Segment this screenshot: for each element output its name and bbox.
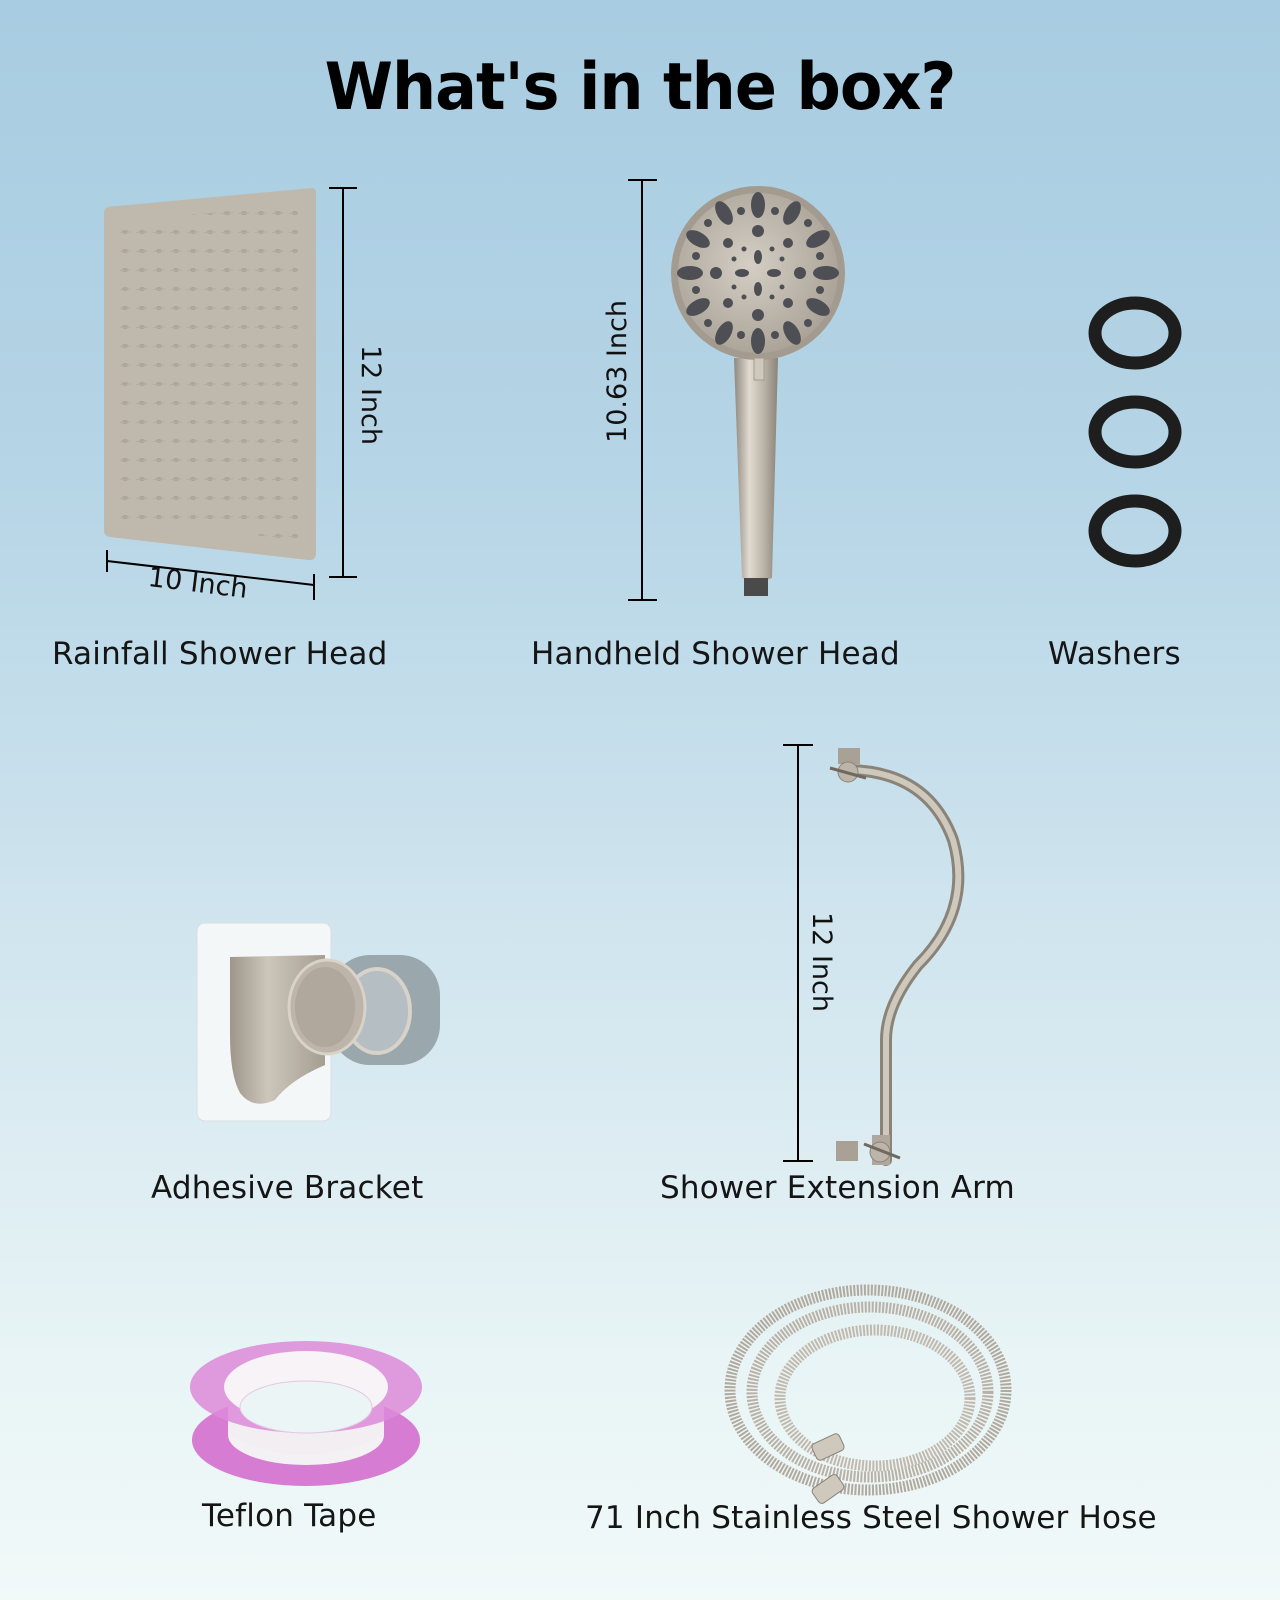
item-label: Washers: [1048, 636, 1181, 672]
height-dimension-line: [329, 187, 357, 578]
teflon-tape-image: [190, 1341, 422, 1486]
item-label: Handheld Shower Head: [531, 636, 900, 672]
extension-arm-height-label: 12 Inch: [806, 912, 837, 1012]
page-title: What's in the box?: [324, 48, 957, 125]
item-label: Teflon Tape: [202, 1498, 377, 1534]
width-dimension-line: [106, 550, 315, 600]
item-label: 71 Inch Stainless Steel Shower Hose: [585, 1500, 1157, 1536]
handheld-height-dimension-line: [628, 179, 657, 601]
handheld-height-label: 10.63 Inch: [602, 300, 633, 443]
washers-image: [1088, 296, 1182, 568]
rainfall-height-label: 12 Inch: [355, 345, 386, 445]
shower-hose-image: [724, 1284, 1012, 1504]
shower-extension-arm-image: [829, 748, 965, 1166]
adhesive-bracket-image: [196, 922, 440, 1122]
item-label: Shower Extension Arm: [660, 1170, 1015, 1206]
item-label: Adhesive Bracket: [151, 1170, 424, 1206]
rainfall-shower-head-image: [104, 188, 316, 561]
item-label: Rainfall Shower Head: [52, 636, 388, 672]
handheld-shower-head-image: [671, 186, 845, 596]
extension-arm-dimension-line: [783, 744, 813, 1162]
